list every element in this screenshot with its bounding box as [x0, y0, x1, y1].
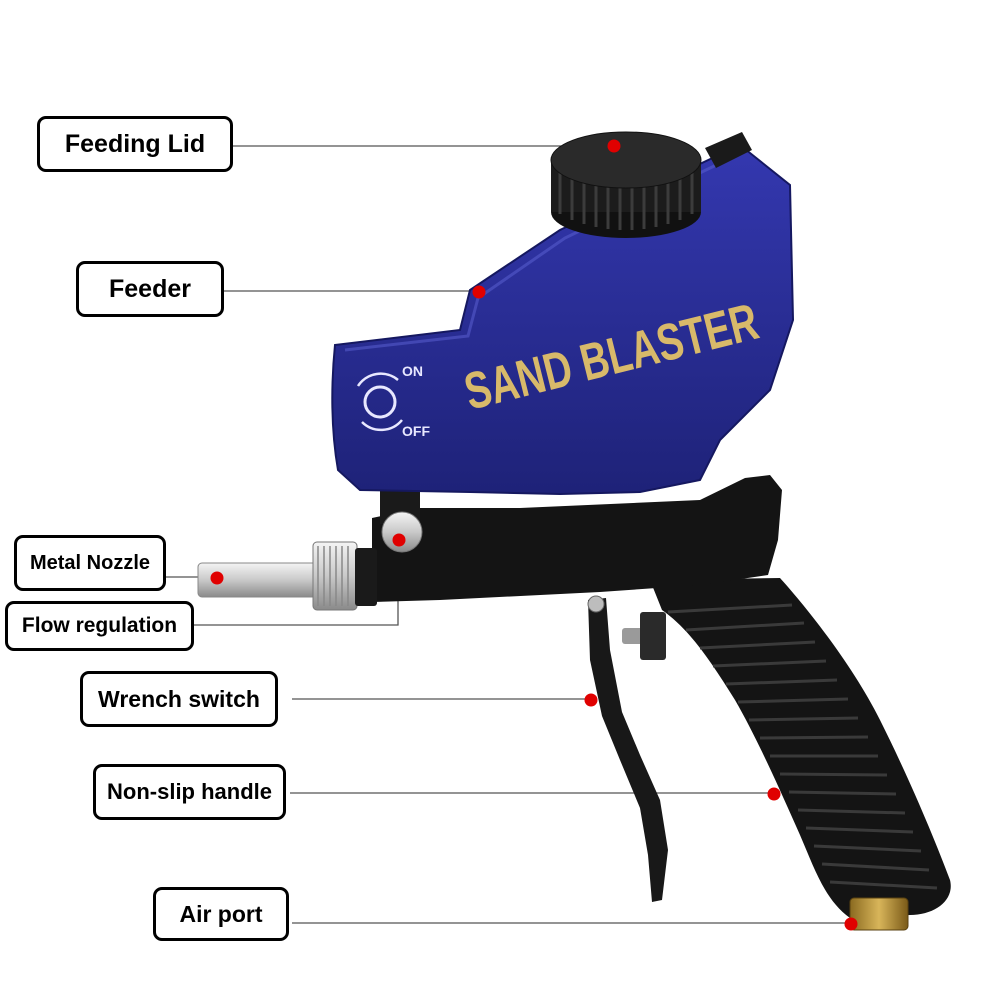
rotate-arrow-bottom-icon: [361, 419, 403, 432]
grip-ribs: [667, 603, 938, 890]
rotate-arrow-top-icon: [356, 372, 399, 387]
switch-on-label: ON: [402, 363, 423, 379]
callout-flow-regulation: Flow regulation: [5, 601, 194, 651]
leader-lines: [166, 145, 850, 924]
callout-feeder: Feeder: [76, 261, 224, 317]
marker-feeder: [472, 285, 486, 299]
marker-feeding-lid: [607, 139, 621, 153]
feeder-hopper: [331, 143, 795, 496]
feeding-lid-cap: [550, 131, 702, 189]
marker-metal-nozzle: [210, 571, 224, 585]
marker-non-slip-handle: [767, 787, 781, 801]
grip: [650, 578, 951, 918]
callout-wrench-switch: Wrench switch: [80, 671, 278, 727]
callout-non-slip-handle: Non-slip handle: [93, 764, 286, 820]
callout-feeding-lid: Feeding Lid: [37, 116, 233, 172]
nozzle-collar: [355, 548, 377, 606]
marker-air-port: [844, 917, 858, 931]
marker-wrench-switch: [584, 693, 598, 707]
on-off-switch-icon: [363, 385, 397, 419]
gun-body: [372, 475, 782, 602]
marker-flow-regulation: [392, 533, 406, 547]
nut-knurling: [317, 546, 349, 606]
air-port-fitting: [849, 897, 909, 931]
callout-air-port: Air port: [153, 887, 289, 941]
trigger-pivot-bolt: [587, 595, 605, 613]
lid-hinge-tab: [705, 132, 752, 168]
callout-markers: [210, 139, 858, 931]
switch-off-label: OFF: [402, 423, 430, 439]
trigger: [588, 598, 668, 902]
valve-block: [640, 612, 666, 660]
nozzle-knurled-nut: [312, 541, 358, 611]
callout-metal-nozzle: Metal Nozzle: [14, 535, 166, 591]
flow-regulation-knob: [381, 511, 423, 553]
